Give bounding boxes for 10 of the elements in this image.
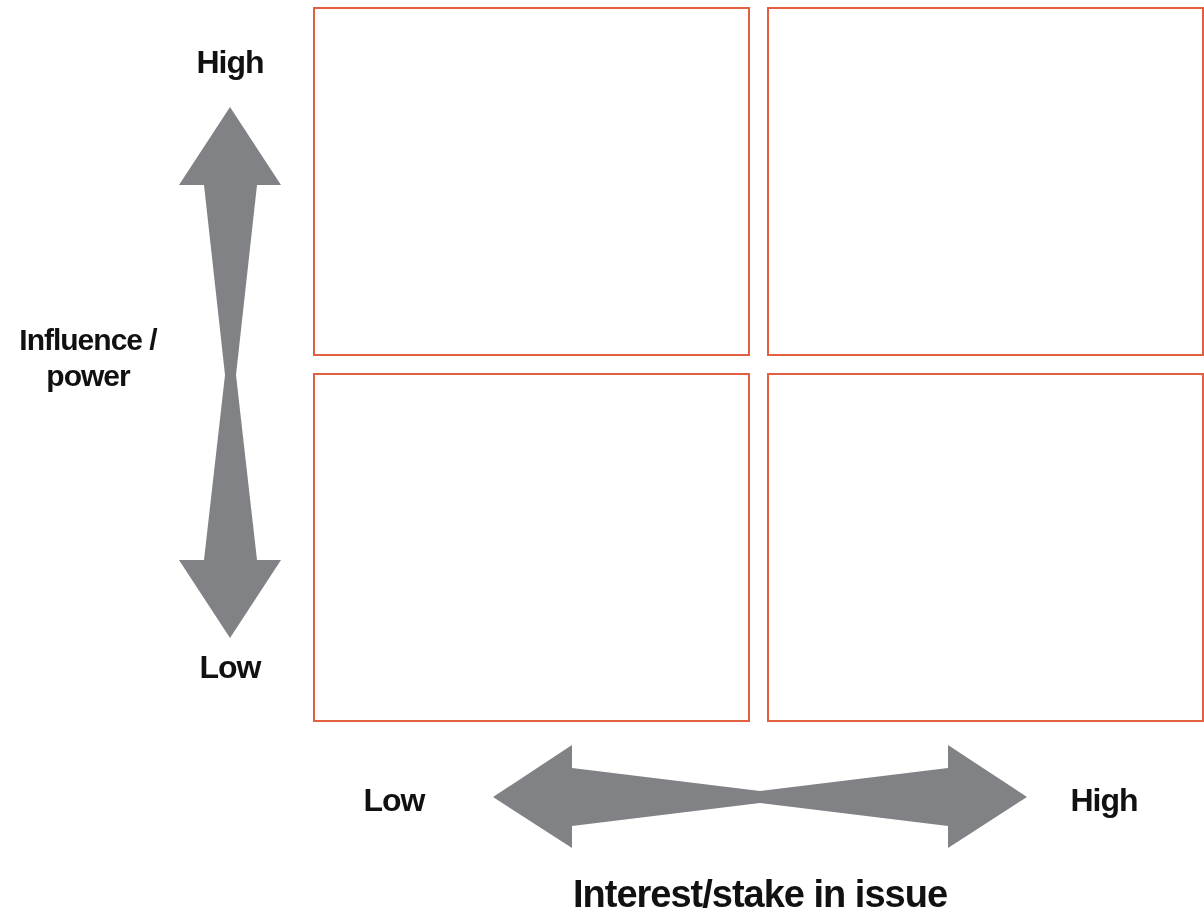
axis-label: High bbox=[1069, 780, 1139, 820]
axis-label: High bbox=[195, 42, 265, 82]
axis-label: Influence / power bbox=[18, 322, 159, 394]
quadrant-box bbox=[313, 373, 750, 722]
quadrant-box bbox=[767, 7, 1204, 356]
axis-label: Interest/stake in issue bbox=[571, 872, 949, 918]
quadrant-box bbox=[767, 373, 1204, 722]
axis-label: Low bbox=[362, 780, 427, 820]
axis-label: Low bbox=[198, 647, 263, 687]
quadrant-box bbox=[313, 7, 750, 356]
